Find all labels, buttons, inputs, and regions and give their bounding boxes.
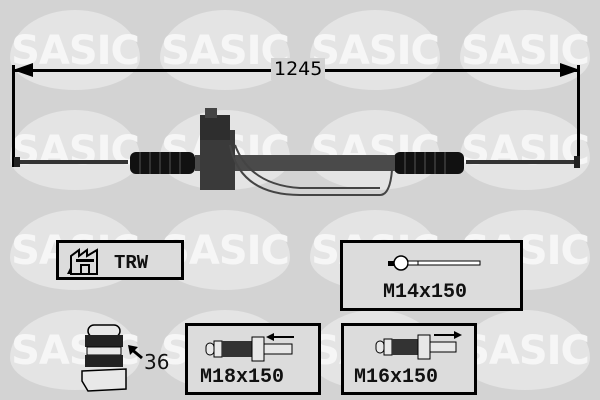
dimension-left-tick xyxy=(12,65,15,167)
outlet-thread: M16x150 xyxy=(354,366,439,389)
arrow-left-icon xyxy=(13,63,33,77)
watermark-tile: SASIC xyxy=(450,100,600,200)
watermark-tile: SASIC xyxy=(0,100,150,200)
cap-nut-icon xyxy=(81,324,143,392)
watermark-text: SASIC xyxy=(161,28,290,74)
watermark-shape xyxy=(10,110,140,190)
watermark-shape xyxy=(460,310,590,390)
watermark-text: SASIC xyxy=(11,128,140,174)
watermark-text: SASIC xyxy=(311,28,440,74)
watermark-tile: SASIC xyxy=(450,0,600,100)
fitting-arrow-left-icon xyxy=(205,333,294,362)
watermark-tile: SASIC xyxy=(300,0,450,100)
steering-rack-image xyxy=(14,108,580,196)
dimension-right-tick xyxy=(577,65,580,167)
watermark-shape xyxy=(310,110,440,190)
watermark-shape xyxy=(310,10,440,90)
inlet-fitting-box: M18x150 xyxy=(185,323,321,395)
watermark-shape xyxy=(460,110,590,190)
watermark-shape xyxy=(460,10,590,90)
factory-icon xyxy=(67,248,98,275)
length-label: 1245 xyxy=(271,58,326,80)
tie-rod-thread: M14x150 xyxy=(383,281,468,304)
outlet-fitting-box: M16x150 xyxy=(341,323,477,395)
tie-rod-thread-box: M14x150 xyxy=(340,240,523,311)
inlet-thread: M18x150 xyxy=(200,366,285,389)
manufacturer-badge: TRW xyxy=(56,240,184,280)
arrow-right-icon xyxy=(560,63,580,77)
watermark-shape xyxy=(10,10,140,90)
watermark-text: SASIC xyxy=(461,328,590,374)
watermark-text: SASIC xyxy=(461,128,590,174)
tie-rod-icon xyxy=(388,255,481,271)
cap-size: 36 xyxy=(144,350,170,374)
watermark-shape xyxy=(160,10,290,90)
watermark-tile: SASIC xyxy=(0,0,150,100)
watermark-tile: SASIC xyxy=(150,0,300,100)
manufacturer-name: TRW xyxy=(114,252,149,274)
fitting-arrow-right-icon xyxy=(375,331,462,360)
watermark-tile: SASIC xyxy=(450,300,600,400)
